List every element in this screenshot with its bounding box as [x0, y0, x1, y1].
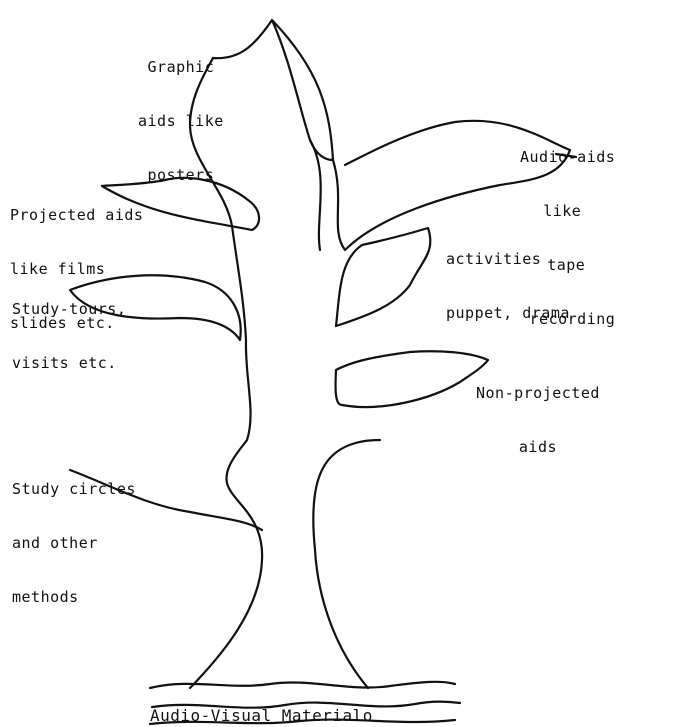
branch-non-projected: [336, 351, 488, 407]
label-line: aids like: [138, 112, 224, 130]
label-study-tours: Study-tours, visits etc.: [12, 264, 126, 408]
trunk-right-outline: [313, 440, 380, 688]
label-line: Audio-aids: [520, 148, 615, 166]
label-line: puppet, drama: [446, 304, 570, 322]
label-line: methods: [12, 588, 136, 606]
diagram-caption: Audio-Visual Materialo: [150, 707, 373, 725]
label-line: Study circles: [12, 480, 136, 498]
label-study-circles: Study circles and other methods: [12, 444, 136, 642]
label-line: Study-tours,: [12, 300, 126, 318]
label-graphic-aids: Graphic aids like posters: [138, 22, 224, 220]
leaf-graphic: [213, 20, 333, 160]
label-line: and other: [12, 534, 136, 552]
label-activities: activities puppet, drama: [446, 214, 570, 358]
label-line: aids: [476, 438, 600, 456]
label-line: activities: [446, 250, 570, 268]
label-non-projected-aids: Non-projected aids: [476, 348, 600, 492]
leaf-graphic-inner: [310, 140, 321, 250]
label-line: visits etc.: [12, 354, 126, 372]
label-line: Graphic: [138, 58, 224, 76]
label-line: posters: [138, 166, 224, 184]
label-line: Projected aids: [10, 206, 143, 224]
label-line: Non-projected: [476, 384, 600, 402]
leaf-activities: [336, 228, 430, 326]
